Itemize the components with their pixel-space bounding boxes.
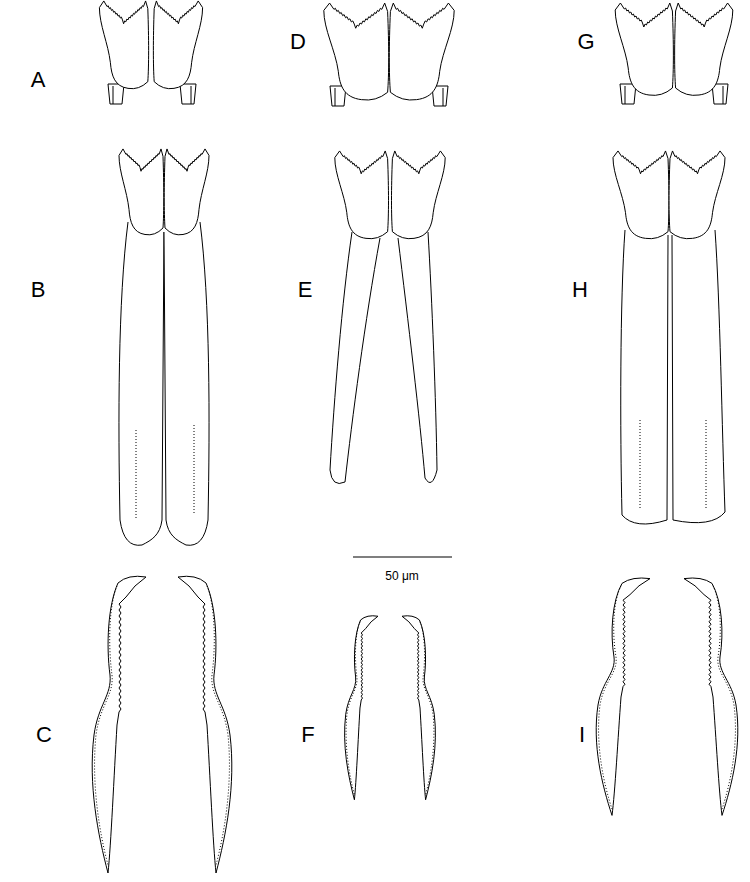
panel-label: C bbox=[36, 724, 52, 746]
panel-label: D bbox=[290, 31, 306, 53]
panel-label: B bbox=[31, 279, 46, 301]
panel-label: G bbox=[577, 31, 594, 53]
panel-label: A bbox=[31, 69, 46, 91]
panel-label: I bbox=[579, 724, 585, 746]
panel-label: H bbox=[572, 279, 588, 301]
scale-bar bbox=[353, 556, 452, 557]
scale-label: 50 μm bbox=[385, 570, 419, 582]
panel-label: F bbox=[301, 724, 314, 746]
panel-label: E bbox=[298, 279, 313, 301]
